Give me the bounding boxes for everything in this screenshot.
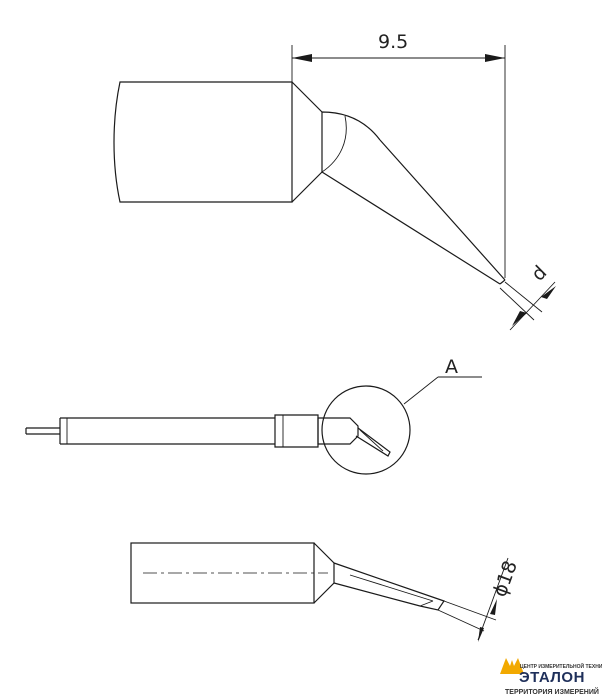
side-view: ϕ18 <box>130 542 522 642</box>
dim-label-diameter: ϕ18 <box>489 558 522 600</box>
tip-neck <box>291 81 323 203</box>
full-tip-view: A <box>25 356 482 475</box>
dim-label-tip: d <box>527 261 551 285</box>
company-logo: ЦЕНТР ИЗМЕРИТЕЛЬНОЙ ТЕХНИКИ ЭТАЛОН ТЕРРИ… <box>500 658 602 696</box>
detail-circle-a <box>321 385 411 475</box>
logo-sub-text: ТЕРРИТОРИЯ ИЗМЕРЕНИЙ <box>505 687 599 696</box>
tip-detail-view: 9.5 d <box>113 31 556 331</box>
tip-shoulder <box>321 111 381 172</box>
dim-line-d <box>509 281 556 331</box>
dim-label-length: 9.5 <box>378 31 408 53</box>
logo-top-text: ЦЕНТР ИЗМЕРИТЕЛЬНОЙ ТЕХНИКИ <box>520 662 602 670</box>
tip-bent-point <box>321 139 506 285</box>
logo-main-text: ЭТАЛОН <box>519 669 585 686</box>
tip-body <box>113 81 293 203</box>
logo-emblem-icon <box>500 658 524 674</box>
dim-line-diameter <box>477 557 509 641</box>
detail-label-a: A <box>445 356 458 378</box>
